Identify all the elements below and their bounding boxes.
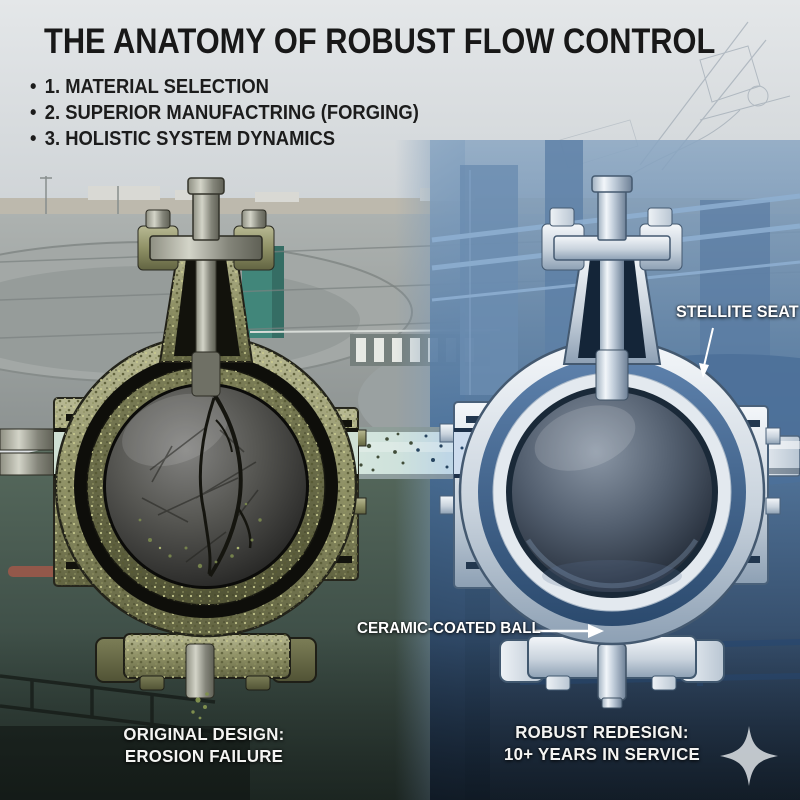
ceramic-coated-ball-label: CERAMIC-COATED BALL xyxy=(357,620,541,637)
cracked-ball xyxy=(106,386,306,586)
key-point-label: 3. HOLISTIC SYSTEM DYNAMICS xyxy=(44,128,336,150)
stellite-seat-label: STELLITE SEAT xyxy=(676,302,799,321)
key-point-label: 1. MATERIAL SELECTION xyxy=(44,76,269,98)
bullet-icon: • xyxy=(30,102,37,124)
bonnet-bolt xyxy=(145,209,171,229)
key-point-label: 2. SUPERIOR MANUFACTRING (FORGING) xyxy=(44,102,419,124)
bottom-stem-corroded xyxy=(185,643,215,699)
key-point-1: • 1. MATERIAL SELECTION xyxy=(30,74,419,100)
caption-line: ORIGINAL DESIGN: xyxy=(123,724,285,744)
bonnet-bolt xyxy=(549,207,575,227)
stellite-seat-leader-line xyxy=(703,327,714,367)
ceramic-ball xyxy=(512,392,712,592)
caption-line: EROSION FAILURE xyxy=(124,745,284,766)
inlet-pipe-stub xyxy=(0,428,55,451)
bonnet-corroded xyxy=(137,209,275,397)
ball-corrosion-flecks xyxy=(138,502,262,569)
stellite-seat-arrowhead xyxy=(699,363,709,378)
left-valve-caption: ORIGINAL DESIGN: EROSION FAILURE xyxy=(89,724,319,767)
caption-line: ROBUST REDESIGN: xyxy=(515,722,689,742)
corrosion-drip xyxy=(191,692,209,720)
top-stem-corroded xyxy=(187,177,225,241)
bullet-icon: • xyxy=(30,128,37,150)
right-valve-caption: ROBUST REDESIGN: 10+ YEARS IN SERVICE xyxy=(487,722,717,765)
annotation-lines xyxy=(534,327,714,638)
sparkle-icon xyxy=(720,726,778,786)
ceramic-ball-arrowhead xyxy=(588,624,604,638)
key-points-list: • 1. MATERIAL SELECTION • 2. SUPERIOR MANU… xyxy=(30,74,419,152)
bullet-icon: • xyxy=(30,76,37,98)
ball-crack xyxy=(198,392,252,578)
top-stem-robust xyxy=(591,175,633,241)
robust-valve-diagram xyxy=(439,175,800,709)
key-point-3: • 3. HOLISTIC SYSTEM DYNAMICS xyxy=(30,126,419,152)
bonnet-bolt xyxy=(647,207,673,227)
ball-scratches xyxy=(141,427,259,563)
page-title: THE ANATOMY OF ROBUST FLOW CONTROL xyxy=(44,22,716,61)
bottom-stem-robust xyxy=(597,643,627,709)
bonnet-bolt xyxy=(241,209,267,229)
caption-line: 10+ YEARS IN SERVICE xyxy=(503,743,701,764)
corroded-valve-diagram xyxy=(0,177,367,720)
key-point-2: • 2. SUPERIOR MANUFACTRING (FORGING) xyxy=(30,100,419,126)
